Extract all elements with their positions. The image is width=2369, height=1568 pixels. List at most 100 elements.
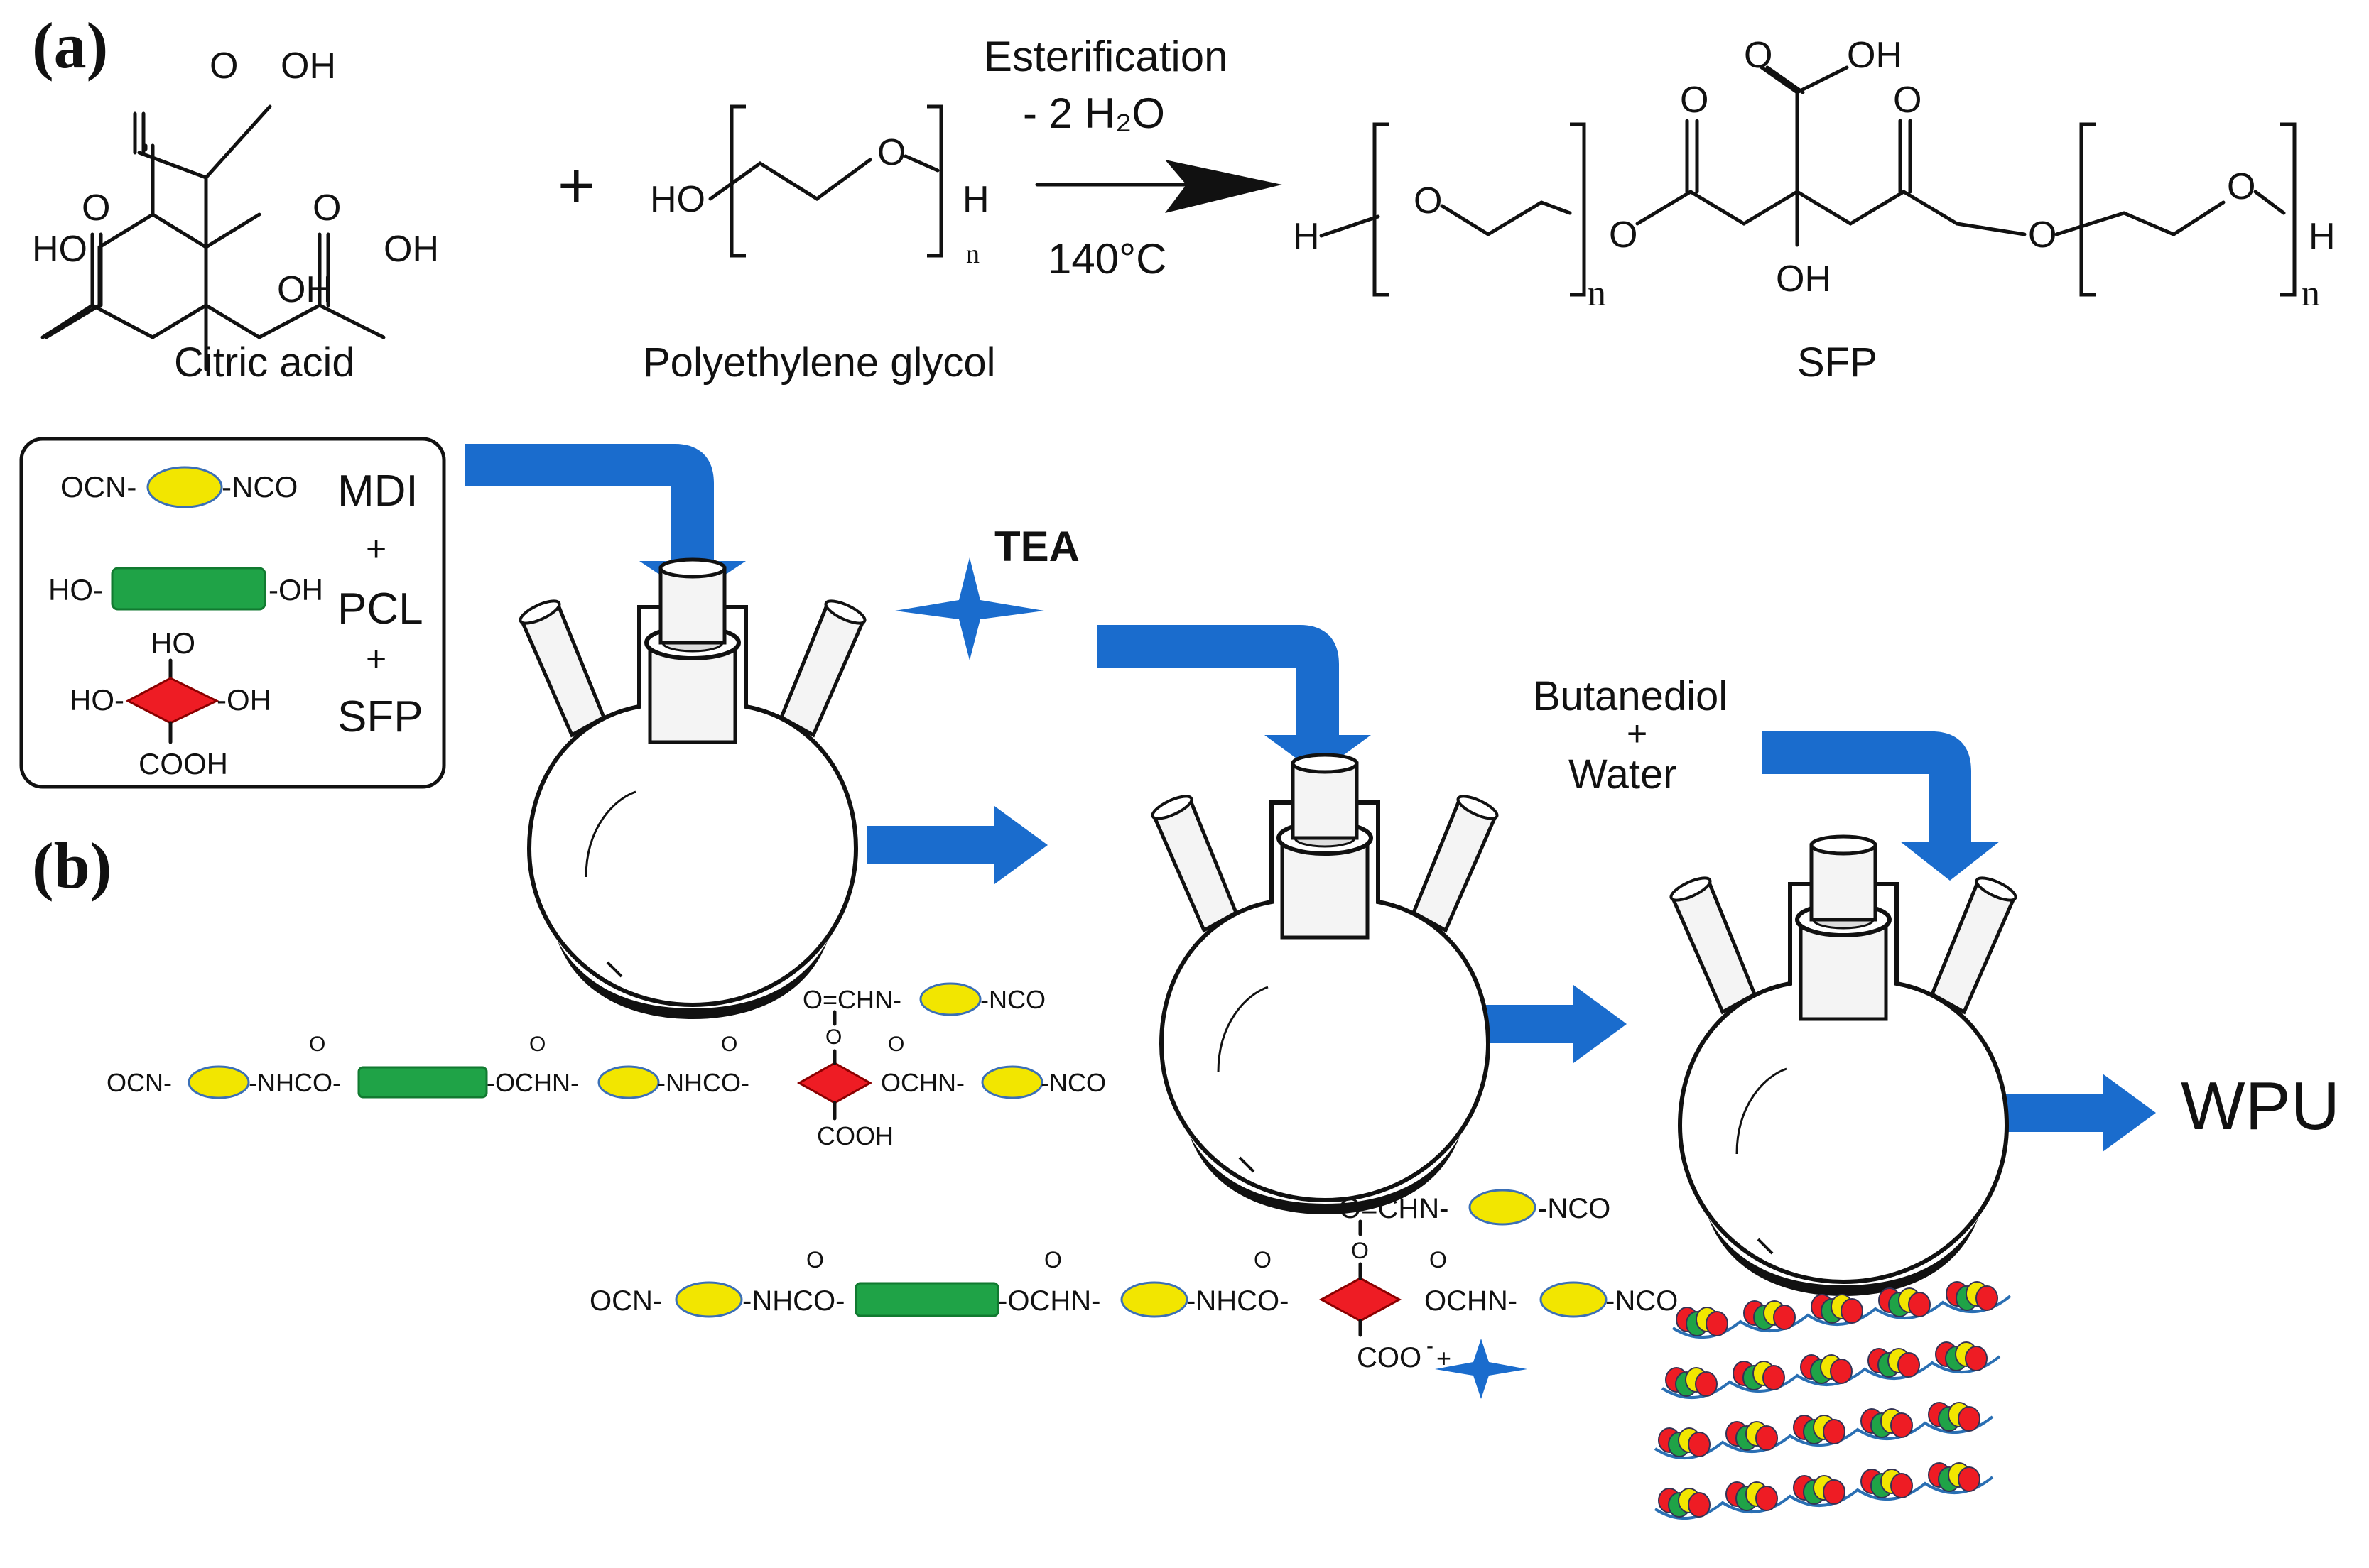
wpu-bead [1975, 1285, 1998, 1311]
c1-o3: O [721, 1033, 737, 1056]
wpu-bead [1755, 1425, 1778, 1451]
panel-b-label: (b) [32, 829, 112, 902]
c2-ochn1: -OCHN- [998, 1285, 1100, 1317]
sfp-oh-top: OH [1847, 35, 1902, 76]
c1-nhco2: -NHCO- [657, 1068, 749, 1097]
prepolymer-chain-1: OCN- -NHCO- O -OCHN- O -NHCO- O OCHN- O … [107, 982, 1106, 1150]
c1-o-link: O [825, 1025, 842, 1049]
straight-arrow-3 [1978, 1074, 2156, 1152]
sfp-o2: O [1609, 214, 1637, 256]
c1-o1: O [309, 1033, 325, 1056]
flask-3 [1669, 837, 2019, 1296]
butanediol-plus: + [1627, 714, 1647, 753]
plus-sign: + [558, 151, 595, 222]
c2-nhco2: -NHCO- [1186, 1285, 1289, 1317]
flask-2 [1150, 755, 1500, 1214]
peg-structure: HO O H n [650, 104, 990, 269]
wpu-bead [1830, 1359, 1853, 1384]
legend-mdi-left: OCN- [60, 470, 136, 503]
wpu-chain-line [1671, 1295, 2012, 1339]
c2-nhco1: -NHCO- [742, 1285, 845, 1317]
tea-star-icon [895, 557, 1044, 660]
wpu-bead [1958, 1406, 1980, 1432]
c1-ocn: OCN- [107, 1068, 172, 1097]
peg-h: H [963, 179, 990, 220]
sfp-structure: H O n O O O OH OH O O O H n [1293, 35, 2336, 314]
c1-ochn1: -OCHN- [487, 1068, 579, 1097]
sfp-oh-bottom: OH [1776, 258, 1831, 300]
sfp-h-left: H [1293, 216, 1320, 257]
c1-ochn2: OCHN- [881, 1068, 965, 1097]
citric-o-right: O [313, 187, 341, 229]
sfp-carbonyl2: O [1893, 80, 1921, 121]
citric-oh-bottom: OH [277, 269, 332, 310]
c2-o2: O [1044, 1247, 1062, 1273]
esterification-label: Esterification [984, 33, 1227, 80]
c1-o4: O [888, 1033, 904, 1056]
c1-top-nco: -NCO [980, 985, 1046, 1014]
c2-o4: O [1429, 1247, 1447, 1273]
wpu-bead [1890, 1412, 1913, 1438]
citric-o-top: O [210, 45, 238, 87]
c2-coo: COO [1357, 1342, 1421, 1373]
peg-ho: HO [650, 179, 705, 220]
legend-pcl-right: -OH [269, 573, 323, 606]
wpu-bead [1755, 1486, 1778, 1511]
citric-oh-right: OH [384, 229, 439, 270]
tea-label: TEA [994, 523, 1080, 570]
wpu-bead [1773, 1305, 1796, 1330]
legend-pcl-left: HO- [48, 573, 103, 606]
wpu-bead [1908, 1292, 1931, 1317]
temperature-label: 140°C [1048, 235, 1166, 283]
citric-ho-left: HO [32, 229, 87, 270]
process-arrows [465, 444, 2156, 1152]
flask-1 [518, 560, 868, 1019]
legend-pcl-rect [111, 567, 266, 611]
legend-sfp-right: -OH [217, 683, 271, 717]
sfp-n1: n [1588, 273, 1606, 314]
panel-a-label: (a) [32, 9, 108, 82]
c2-ocn: OCN- [590, 1285, 662, 1317]
legend-plus-2: + [366, 639, 386, 679]
water-loss-label: - 2 H₂O [1023, 89, 1165, 137]
c1-top: O=CHN- [803, 985, 901, 1014]
bent-arrow-2 [1097, 625, 1371, 774]
reagent-legend-box: OCN- -NCO MDI + HO- -OH PCL + HO HO- -OH… [19, 437, 446, 789]
c2-o3: O [1254, 1247, 1272, 1273]
sfp-o4: O [2227, 166, 2255, 207]
wpu-bead [1958, 1466, 1980, 1492]
wpu-bead [1823, 1419, 1845, 1444]
c2-minus: - [1426, 1334, 1433, 1358]
sfp-carbonyl1: O [1680, 80, 1708, 121]
peg-o: O [877, 132, 906, 173]
wpu-dispersion-cluster [1654, 1281, 2012, 1520]
sfp-h-right: H [2309, 216, 2336, 257]
tea-cation-star-icon [1435, 1339, 1527, 1399]
butanediol-label: Butanediol [1533, 673, 1728, 719]
c1-o2: O [529, 1033, 546, 1056]
bent-arrow-1 [465, 444, 746, 597]
wpu-bead [1706, 1311, 1728, 1336]
legend-plus-1: + [366, 529, 386, 569]
wpu-label: WPU [2181, 1068, 2340, 1144]
c2-top: O=CHN- [1339, 1193, 1448, 1224]
esterification-arrow: Esterification - 2 H₂O 140°C [984, 33, 1282, 283]
wpu-chain-line [1654, 1476, 1994, 1520]
sfp-o-top: O [1744, 35, 1772, 76]
citric-o-left: O [82, 187, 110, 229]
legend-sfp-left: HO- [70, 683, 124, 717]
c2-nco: -NCO [1605, 1285, 1678, 1317]
legend-pcl-label: PCL [337, 584, 423, 633]
sfp-o3: O [2028, 214, 2056, 256]
wpu-bead [1823, 1479, 1845, 1505]
legend-sfp-top: HO [151, 626, 195, 660]
legend-sfp-diamond [125, 677, 219, 724]
c2-plus: + [1436, 1344, 1451, 1373]
citric-acid-name: Citric acid [174, 339, 355, 386]
c1-nhco1: -NHCO- [249, 1068, 341, 1097]
c1-nco: -NCO [1041, 1068, 1106, 1097]
wpu-bead [1688, 1492, 1711, 1518]
legend-mdi-ellipse [146, 466, 223, 508]
prepolymer-chain-2: OCN- -NHCO- O -OCHN- O -NHCO- O OCHN- O … [590, 1189, 1678, 1399]
c1-cooh: COOH [817, 1121, 894, 1150]
